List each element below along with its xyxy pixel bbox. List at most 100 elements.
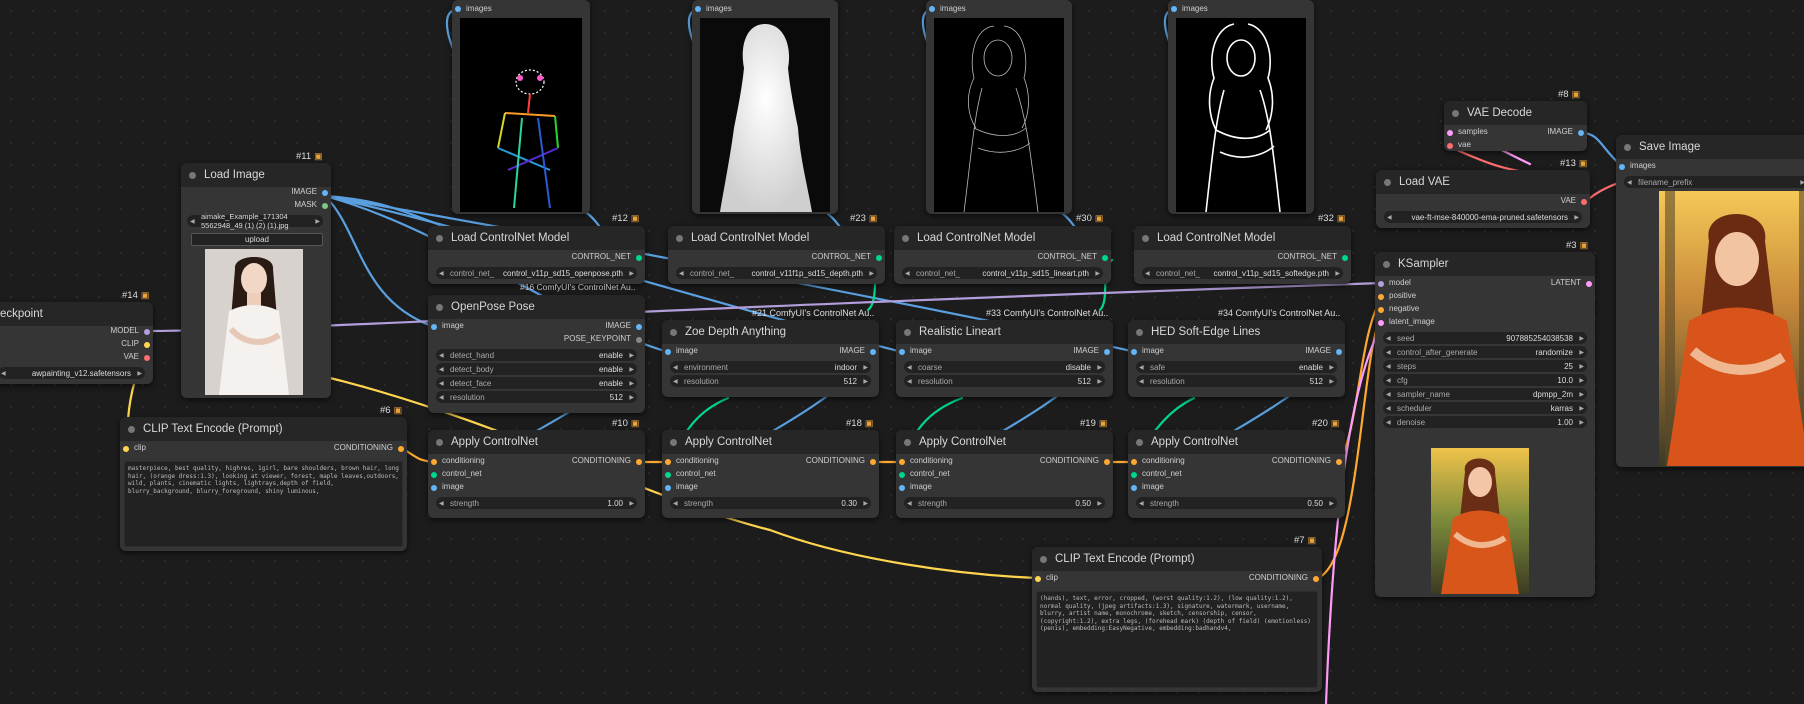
- control-net-input-pin[interactable]: [431, 472, 437, 478]
- preview-softedge-node[interactable]: images: [1168, 0, 1314, 214]
- vae-output-pin[interactable]: [1581, 199, 1587, 205]
- conditioning-output-pin[interactable]: [1104, 459, 1110, 465]
- control-net-output-pin[interactable]: [876, 255, 882, 261]
- conditioning-input-pin[interactable]: [1131, 459, 1137, 465]
- load-image-node[interactable]: Load Image IMAGE MASK aimake_Example_171…: [181, 163, 331, 398]
- filename-prefix-widget[interactable]: filename_prefix: [1624, 176, 1804, 188]
- control-net-output-pin[interactable]: [636, 255, 642, 261]
- image-input-pin[interactable]: [431, 324, 437, 330]
- mask-output-pin[interactable]: [322, 203, 328, 209]
- controlnet-name-widget[interactable]: control_net_control_v11p_sd15_softedge.p…: [1142, 267, 1343, 279]
- image-input-pin[interactable]: [899, 349, 905, 355]
- preview-depth-node[interactable]: images: [692, 0, 838, 214]
- image-input-pin[interactable]: [1131, 485, 1137, 491]
- control-net-input-pin[interactable]: [665, 472, 671, 478]
- controlnet-name-widget[interactable]: control_net_control_v11p_sd15_openpose.p…: [436, 267, 637, 279]
- pose-keypoint-output-pin[interactable]: [636, 337, 642, 343]
- load-vae-node[interactable]: Load VAE VAE vae-ft-mse-840000-ema-prune…: [1376, 170, 1590, 228]
- latent-image-input-pin[interactable]: [1378, 320, 1384, 326]
- model-input-pin[interactable]: [1378, 281, 1384, 287]
- controlnet-name-widget[interactable]: control_net_control_v11f1p_sd15_depth.pt…: [676, 267, 877, 279]
- samples-input-pin[interactable]: [1447, 130, 1453, 136]
- control-net-output-pin[interactable]: [1102, 255, 1108, 261]
- vae-output-pin[interactable]: [144, 355, 150, 361]
- conditioning-output-pin[interactable]: [1336, 459, 1342, 465]
- image-output-pin[interactable]: [1578, 130, 1584, 136]
- negative-prompt-textarea[interactable]: (hands), text, error, cropped, (worst qu…: [1036, 591, 1318, 688]
- conditioning-output-pin[interactable]: [870, 459, 876, 465]
- image-input-pin[interactable]: [431, 485, 437, 491]
- image-output-pin[interactable]: [322, 190, 328, 196]
- image-output-pin[interactable]: [1104, 349, 1110, 355]
- save-image-node[interactable]: Save Image images filename_prefix: [1616, 135, 1804, 467]
- image-output-pin[interactable]: [1336, 349, 1342, 355]
- image-output-pin[interactable]: [870, 349, 876, 355]
- clip-input-pin[interactable]: [1035, 576, 1041, 582]
- clip-output-pin[interactable]: [144, 342, 150, 348]
- load-controlnet-softedge-node[interactable]: Load ControlNet Model CONTROL_NET contro…: [1134, 226, 1351, 284]
- latent-output-pin[interactable]: [1586, 281, 1592, 287]
- load-controlnet-depth-node[interactable]: Load ControlNet Model CONTROL_NET contro…: [668, 226, 885, 284]
- controlnet-name-widget[interactable]: control_net_control_v11p_sd15_lineart.pt…: [902, 267, 1103, 279]
- control-net-input-pin[interactable]: [1131, 472, 1137, 478]
- positive-prompt-textarea[interactable]: masterpiece, best quality, highres, 1gir…: [124, 461, 403, 547]
- clip-input-pin[interactable]: [123, 446, 129, 452]
- vae-name-widget[interactable]: vae-ft-mse-840000-ema-pruned.safetensors: [1384, 211, 1582, 223]
- model-output-pin[interactable]: [144, 329, 150, 335]
- negative-input-pin[interactable]: [1378, 307, 1384, 313]
- image-input-pin[interactable]: [899, 485, 905, 491]
- image-input-pin[interactable]: [1131, 349, 1137, 355]
- image-input-pin[interactable]: [665, 349, 671, 355]
- conditioning-input-pin[interactable]: [665, 459, 671, 465]
- load-controlnet-openpose-node[interactable]: Load ControlNet Model CONTROL_NET contro…: [428, 226, 645, 284]
- preview-lineart-node[interactable]: images: [926, 0, 1072, 214]
- checkpoint-loader-node[interactable]: eckpoint MODEL CLIP VAE awpainting_v12.s…: [0, 302, 153, 384]
- ckpt-name-widget[interactable]: awpainting_v12.safetensors: [0, 367, 145, 379]
- control-net-input-pin[interactable]: [899, 472, 905, 478]
- image-output-pin[interactable]: [636, 324, 642, 330]
- conditioning-output-pin[interactable]: [1313, 576, 1319, 582]
- upload-button[interactable]: upload: [191, 233, 323, 246]
- preview-openpose-node[interactable]: images: [452, 0, 590, 214]
- load-controlnet-lineart-node[interactable]: Load ControlNet Model CONTROL_NET contro…: [894, 226, 1111, 284]
- images-input-pin[interactable]: [1619, 164, 1625, 170]
- positive-input-pin[interactable]: [1378, 294, 1384, 300]
- image-input-pin[interactable]: [665, 485, 671, 491]
- control-net-output-pin[interactable]: [1342, 255, 1348, 261]
- vae-input-pin[interactable]: [1447, 143, 1453, 149]
- conditioning-output-pin[interactable]: [398, 446, 404, 452]
